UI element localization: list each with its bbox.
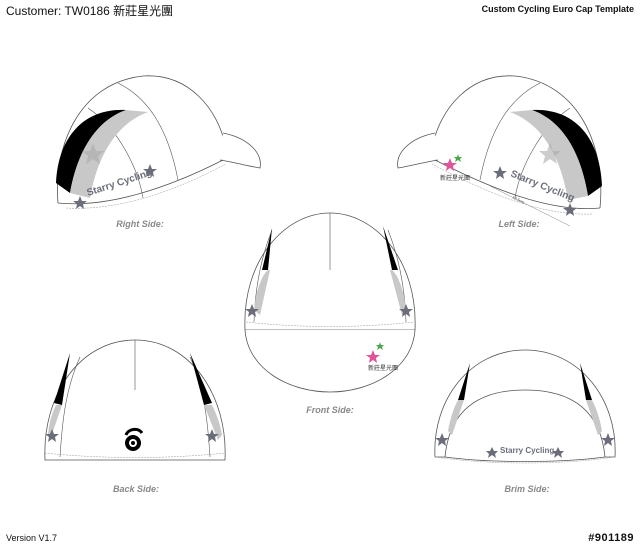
front-side-caption: Front Side: bbox=[306, 405, 354, 415]
right-side-caption: Right Side: bbox=[116, 219, 164, 229]
brim-logo-text: Starry Cycling bbox=[500, 446, 554, 455]
brim-side-caption: Brim Side: bbox=[504, 484, 550, 494]
left-side-view: Starry Cycling 新莊星光團 12.5cm bbox=[370, 68, 610, 233]
front-side-view: 新莊星光團 bbox=[240, 210, 420, 395]
template-code: #901189 bbox=[588, 532, 634, 544]
left-side-caption: Left Side: bbox=[498, 219, 540, 229]
brand-logo-icon bbox=[124, 427, 144, 451]
back-side-view bbox=[40, 335, 230, 470]
template-title: Custom Cycling Euro Cap Template bbox=[481, 4, 634, 14]
brim-side-view: Starry Cycling bbox=[430, 345, 620, 470]
customer-label: Customer: TW0186 新莊星光團 bbox=[6, 4, 174, 18]
back-side-caption: Back Side: bbox=[112, 484, 160, 494]
front-badge-text: 新莊星光團 bbox=[368, 364, 398, 372]
right-side-view: Starry Cycling bbox=[48, 68, 268, 218]
left-badge-text: 新莊星光團 bbox=[440, 174, 470, 182]
version-label: Version V1.7 bbox=[6, 533, 58, 543]
left-measure-text: 12.5cm bbox=[512, 194, 527, 205]
